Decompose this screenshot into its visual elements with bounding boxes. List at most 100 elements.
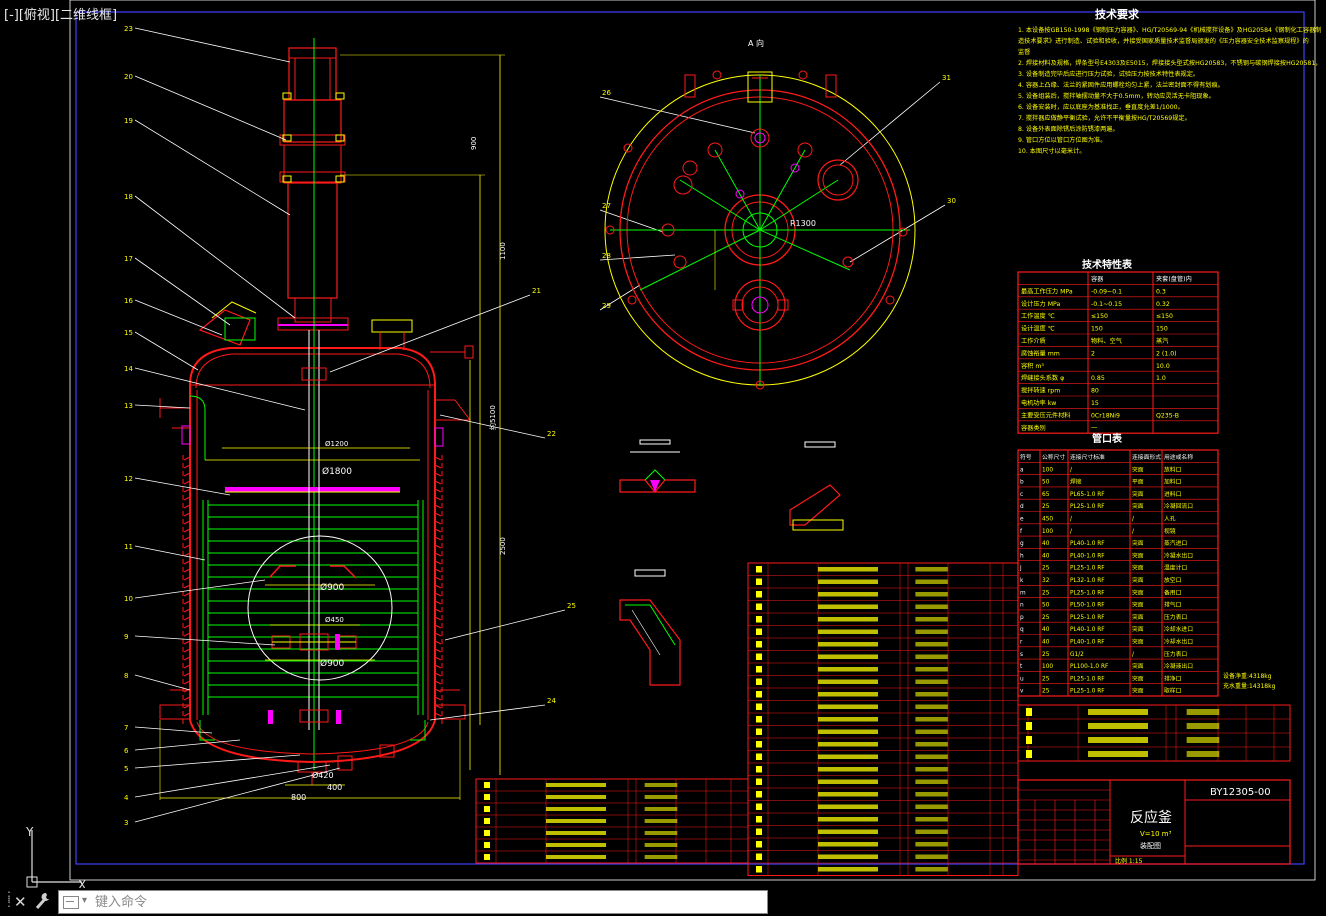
tech-req-line: 8. 设备外表面除锈后涂防锈漆两遍。 [1018,125,1119,133]
weight-net: 设备净重:4318kg [1223,672,1272,680]
tech-req-line: 5. 设备组装后，搅拌轴摆动量不大于0.5mm，转动应灵活无卡阻现象。 [1018,92,1215,100]
nozzle-cell: 突面 [1132,638,1144,646]
part-balloon: 24 [547,697,556,705]
part-balloon: 7 [124,724,128,732]
nozzle-cell: b [1020,480,1024,486]
nozzle-cell: 视镜 [1164,527,1176,535]
drawing-name: 反应釜 [1130,809,1172,826]
nozzle-cell: 人孔 [1164,515,1176,523]
part-balloon: 18 [124,193,133,201]
tech-req-line: 监督 [1018,48,1030,56]
nozzle-cell: 连接尺寸标准 [1070,453,1105,461]
nozzle-cell: 40 [1042,553,1050,559]
tech-char-cell: 焊缝接头系数 φ [1021,374,1064,382]
nozzle-cell: 突面 [1132,601,1144,609]
nozzle-cell: / [1070,467,1072,473]
dim-h1100: 1100 [499,242,507,260]
tech-char-cell: 容积 m³ [1021,362,1044,370]
nozzle-cell: PL25-1.0 RF [1070,615,1105,621]
tech-char-cell: 主要受压元件材料 [1021,411,1071,419]
command-input-box[interactable]: ▾ [58,890,768,914]
nozzle-cell: 压力表口 [1164,613,1187,621]
nozzle-cell: q [1020,627,1024,633]
part-balloon: 9 [124,633,128,641]
nozzle-cell: 突面 [1132,687,1144,695]
nozzle-cell: s [1020,652,1023,658]
nozzle-cell: m [1020,590,1026,596]
close-command-line-icon[interactable]: ✕ [14,893,27,911]
part-balloon: 28 [602,252,611,260]
nozzle-cell: 连接面形式 [1132,453,1161,461]
nozzle-cell: 放空口 [1164,576,1182,584]
part-balloon: 30 [947,197,956,205]
nozzle-cell: PL25-1.0 RF [1070,689,1105,695]
nozzle-cell: 50 [1042,603,1050,609]
tech-req-line: 9. 管口方位以管口方位图为准。 [1018,136,1106,144]
nozzle-cell: n [1020,603,1024,609]
nozzle-cell: j [1019,566,1022,572]
nozzle-cell: 40 [1042,541,1050,547]
viewport-controls-label[interactable]: [-][俯视][二维线框] [4,8,118,23]
dim-h900: 900 [470,137,478,150]
nozzle-cell: / [1070,529,1072,535]
nozzle-cell: 25 [1042,590,1050,596]
part-balloon: 17 [124,255,133,263]
tech-char-cell: -0.09~0.1 [1091,288,1122,295]
nozzle-cell: PL40-1.0 RF [1070,627,1105,633]
nozzle-cell: 突面 [1132,490,1144,498]
part-balloon: 3 [124,819,128,827]
part-balloon: 21 [532,287,541,295]
nozzle-cell: r [1020,640,1023,646]
nozzle-cell: / [1070,517,1072,523]
nozzle-cell: 排气口 [1164,601,1182,609]
nozzle-cell: v [1020,689,1024,695]
tech-char-cell: 蒸汽 [1156,337,1168,345]
nozzle-cell: 备用口 [1164,588,1182,596]
svg-text:X: X [78,878,86,888]
tech-char-cell: 15 [1091,400,1099,407]
nozzle-cell: 25 [1042,615,1050,621]
nozzle-cell: t [1020,664,1023,670]
part-balloon: 12 [124,475,133,483]
nozzle-cell: 100 [1042,467,1053,473]
command-input[interactable] [95,893,755,911]
nozzle-cell: d [1020,504,1024,510]
tech-char-cell: Q235-B [1156,412,1179,419]
dim-d900b: Ø900 [320,658,345,669]
part-balloon: 11 [124,543,133,551]
customize-wrench-icon[interactable] [34,891,52,911]
tech-char-cell: 0Cr18Ni9 [1091,412,1120,419]
recent-commands-dropdown-icon[interactable]: ▾ [82,895,88,906]
tech-char-cell: 1.0 [1156,375,1166,382]
nozzle-cell: 突面 [1132,564,1144,572]
part-balloon: 10 [124,595,133,603]
nozzle-cell: PL50-1.0 RF [1070,603,1105,609]
nozzle-cell: 冷凝液出口 [1164,662,1193,670]
tech-char-cell: 150 [1091,326,1103,333]
dim-d420: Ø420 [312,770,334,780]
tech-req-title: 技术要求 [1095,7,1140,21]
nozzle-cell: 加料口 [1164,478,1182,486]
nozzle-cell: 取样口 [1164,687,1182,695]
nozzle-cell: PL25-1.0 RF [1070,590,1105,596]
nozzle-cell: e [1020,517,1024,523]
part-balloon: 8 [124,672,128,680]
nozzle-cell: 冷凝水出口 [1164,551,1193,559]
tech-req-line: 10. 本图尺寸以毫米计。 [1018,147,1086,155]
ucs-icon: Y X [25,825,86,888]
nozzle-cell: g [1020,541,1024,547]
command-line-grip[interactable]: ⋮⋮ [3,889,15,909]
nozzle-cell: 25 [1042,566,1050,572]
drawing-border-inner [69,0,1316,881]
nozzle-cell: 符号 [1020,453,1032,461]
command-prompt-icon[interactable] [63,896,79,909]
detail-sections [619,439,844,686]
part-balloon: 26 [602,89,611,97]
tech-char-cell: 0.32 [1156,301,1170,308]
nozzle-cell: c [1020,492,1023,498]
nozzle-cell: 100 [1042,664,1053,670]
drawing-canvas[interactable]: Ø1800 Ø900 Ø900 Ø450 Ø420 Ø1200 800 400 … [0,0,1326,888]
tech-req-line: 4. 容器上凸缘、法兰的紧固件应用螺栓均匀上紧，法兰密封面不得有划痕。 [1018,81,1224,89]
nozzle-cell: a [1020,467,1024,473]
